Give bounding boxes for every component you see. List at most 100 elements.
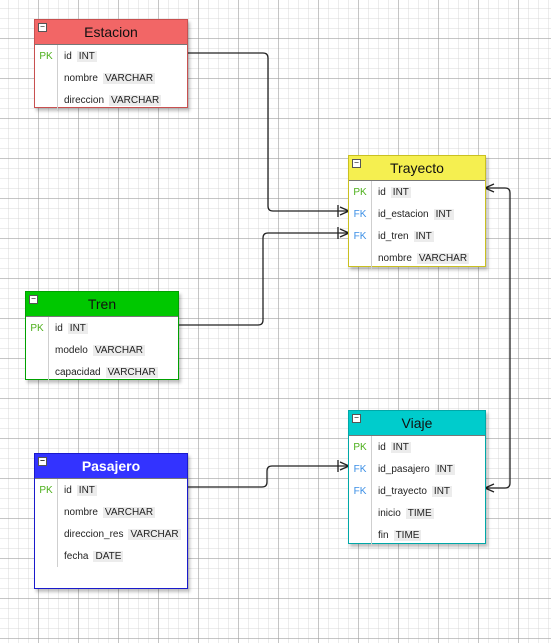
connector-estacion-trayecto[interactable] [187,52,349,212]
key-badge: PK [30,322,44,334]
table-header[interactable]: − Viaje [349,411,485,436]
connector-pasajero-viaje[interactable] [187,465,349,488]
table-title: Estacion [84,24,138,40]
field-name: id [378,186,386,198]
table-header[interactable]: − Trayecto [349,156,485,181]
field-type: DATE [93,550,124,562]
table-title: Trayecto [390,160,444,176]
table-header[interactable]: − Tren [26,292,178,317]
field-type: VARCHAR [128,528,181,540]
field-name: id_trayecto [378,485,427,497]
field-name: nombre [64,506,98,518]
table-title: Tren [87,296,117,312]
field-type: INT [76,50,97,62]
crowfoot-viaje-id-pasajero [337,460,350,472]
key-badge: FK [353,230,367,242]
key-badge: FK [353,463,367,475]
field-type: VARCHAR [416,252,470,264]
collapse-icon[interactable]: − [38,457,47,466]
field-row-id-tren[interactable]: FK id_tren INT [349,225,485,247]
field-row-id[interactable]: PK id INT [35,45,187,67]
field-name: modelo [55,344,88,356]
field-row-modelo[interactable]: modelo VARCHAR [26,339,178,361]
table-header[interactable]: − Pasajero [35,454,187,479]
field-row-id[interactable]: PK id INT [35,479,187,501]
field-row-id[interactable]: PK id INT [26,317,178,339]
key-badge: FK [353,208,367,220]
field-name: id [64,484,72,496]
field-type: VARCHAR [102,506,156,518]
key-badge: PK [39,484,53,496]
table-title: Pasajero [81,458,141,474]
field-name: direccion [64,94,105,106]
field-name: id [64,50,72,62]
field-row-direccion-res[interactable]: direccion_res VARCHAR [35,523,187,545]
field-type: INT [433,208,454,220]
field-type: INT [413,230,434,242]
field-name: id_pasajero [378,463,430,475]
table-title: Viaje [401,415,433,431]
field-name: id [55,322,63,334]
crowfoot-trayecto-id-tren [337,227,350,239]
field-type: INT [76,484,97,496]
collapse-icon[interactable]: − [352,159,361,168]
field-row-nombre[interactable]: nombre VARCHAR [35,501,187,523]
field-row-id[interactable]: PK id INT [349,181,485,203]
table-header[interactable]: − Estacion [35,20,187,45]
field-type: VARCHAR [109,94,162,106]
crowfoot-trayecto-id-estacion [337,205,350,217]
field-row-id-estacion[interactable]: FK id_estacion INT [349,203,485,225]
field-row-nombre[interactable]: nombre VARCHAR [349,247,485,269]
field-type: INT [67,322,88,334]
field-row-fecha[interactable]: fecha DATE [35,545,187,567]
field-row-id-trayecto[interactable]: FK id_trayecto INT [349,480,485,502]
connector-tren-trayecto[interactable] [178,232,349,326]
field-name: nombre [64,72,98,84]
field-type: VARCHAR [102,72,156,84]
field-type: VARCHAR [92,344,145,356]
field-type: TIME [393,529,422,541]
field-name: capacidad [55,366,101,378]
key-badge: PK [353,186,367,198]
field-row-nombre[interactable]: nombre VARCHAR [35,67,187,89]
field-type: INT [390,441,411,453]
crowfoot-viaje-id-trayecto [484,483,495,493]
field-row-id-pasajero[interactable]: FK id_pasajero INT [349,458,485,480]
field-name: inicio [378,507,401,519]
field-type: INT [431,485,453,497]
field-type: TIME [405,507,434,519]
field-name: nombre [378,252,412,264]
crowfoot-trayecto-id [484,183,495,193]
connector-trayecto-viaje[interactable] [485,187,511,489]
field-name: fin [378,529,389,541]
collapse-icon[interactable]: − [29,295,38,304]
field-type: INT [390,186,411,198]
field-row-capacidad[interactable]: capacidad VARCHAR [26,361,178,383]
key-badge: PK [39,50,53,62]
field-row-inicio[interactable]: inicio TIME [349,502,485,524]
field-name: id_tren [378,230,409,242]
field-row-direccion[interactable]: direccion VARCHAR [35,89,187,111]
field-type: VARCHAR [105,366,158,378]
key-badge: FK [353,485,367,497]
collapse-icon[interactable]: − [38,23,47,32]
field-name: id_estacion [378,208,429,220]
field-name: direccion_res [64,528,124,540]
collapse-icon[interactable]: − [352,414,361,423]
field-name: fecha [64,550,89,562]
field-row-fin[interactable]: fin TIME [349,524,485,546]
key-badge: PK [353,441,367,453]
field-type: INT [434,463,455,475]
